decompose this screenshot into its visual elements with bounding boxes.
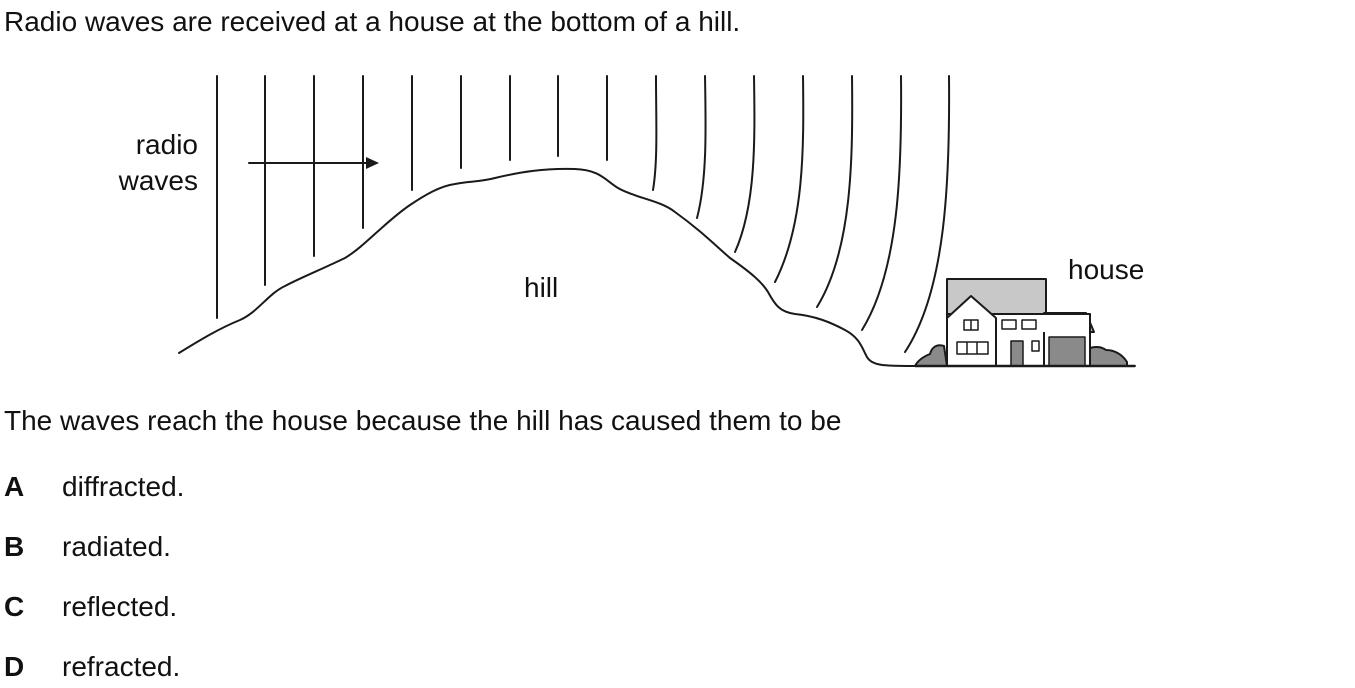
- label-radio: radio: [136, 129, 198, 160]
- option-letter: A: [4, 471, 25, 502]
- wavefront: [816, 75, 854, 308]
- label-house: house: [1068, 254, 1144, 285]
- option-c[interactable]: C reflected.: [4, 590, 264, 624]
- option-text: refracted.: [62, 651, 181, 682]
- bush-left: [914, 344, 948, 367]
- option-a[interactable]: A diffracted.: [4, 470, 264, 504]
- label-waves: waves: [118, 165, 198, 196]
- option-letter: D: [4, 651, 25, 682]
- wavefront: [696, 75, 707, 219]
- wavefront: [734, 75, 756, 253]
- diffraction-diagram: radio waves hill house: [118, 75, 1144, 368]
- option-text: diffracted.: [62, 471, 185, 502]
- option-letter: C: [4, 591, 25, 622]
- option-letter: B: [4, 531, 25, 562]
- question-intro: Radio waves are received at a house at t…: [4, 6, 741, 37]
- bush-right: [1089, 345, 1128, 367]
- label-hill: hill: [524, 272, 558, 303]
- garage-door: [1048, 336, 1086, 367]
- window: [1021, 319, 1037, 330]
- option-d[interactable]: D refracted.: [4, 650, 264, 684]
- hill-outline: [178, 167, 1136, 367]
- option-text: radiated.: [62, 531, 171, 562]
- wavefront: [861, 75, 903, 331]
- wavefront: [774, 75, 805, 283]
- option-b[interactable]: B radiated.: [4, 530, 264, 564]
- option-text: reflected.: [62, 591, 178, 622]
- window: [1031, 340, 1040, 352]
- door: [1010, 340, 1024, 367]
- window: [1001, 319, 1017, 330]
- house-icon: [914, 278, 1128, 367]
- window: [956, 341, 989, 355]
- wavefront: [652, 75, 658, 191]
- question-stem: The waves reach the house because the hi…: [4, 405, 842, 436]
- wavefront: [904, 75, 951, 353]
- arrow-head: [366, 157, 379, 169]
